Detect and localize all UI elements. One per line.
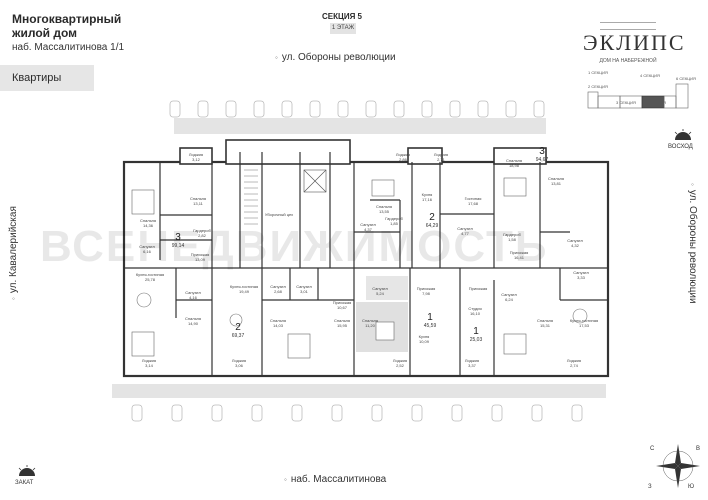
sunset-label: ЗАКАТ (15, 480, 34, 486)
project-address: наб. Массалитинова 1/1 (12, 42, 125, 53)
apartment-rooms: 3 (175, 232, 181, 243)
sunset-icon (18, 465, 36, 476)
apartment-rooms: 1 (427, 312, 433, 323)
apartment-badge-4[interactable]: 2 69,37 (228, 322, 248, 339)
parking-bottom (131, 404, 583, 422)
apartment-badge-2[interactable]: 2 64,29 (422, 212, 442, 229)
compass-e: В (696, 446, 701, 452)
apartment-rooms: 2 (429, 212, 435, 223)
apartment-badge-3[interactable]: 3 94,67 (532, 146, 552, 163)
apartment-area: 25,03 (469, 337, 483, 343)
keyplan-label-1: 1 СЕКЦИЯ (588, 70, 608, 75)
street-bottom: ◦наб. Массалитинова (284, 474, 386, 485)
section-title: СЕКЦИЯ 5 (321, 12, 362, 21)
key-plan[interactable]: 1 СЕКЦИЯ 2 СЕКЦИЯ 3 СЕКЦИЯ 4 СЕКЦИЯ 5 СЕ… (586, 68, 698, 116)
apartment-area: 99,14 (171, 243, 185, 249)
sunrise-label: ВОСХОД (668, 144, 693, 150)
apartment-badge-6[interactable]: 1 25,03 (466, 326, 486, 343)
keyplan-label-3: 3 СЕКЦИЯ (616, 100, 636, 105)
apartment-area: 64,29 (425, 223, 439, 229)
project-title-line1: Многоквартирный (12, 12, 122, 26)
sidewalk-bottom (112, 384, 606, 398)
compass-n: С (650, 446, 655, 452)
project-title-line2: жилой дом (12, 26, 78, 40)
compass-s: Ю (688, 484, 695, 490)
location-pin-icon: ◦ (284, 475, 287, 484)
apartment-area: 94,67 (535, 157, 549, 163)
room-label: Уборочный цех (264, 212, 294, 217)
compass-icon (656, 444, 700, 488)
brand-logo: ЭКЛИПС (583, 30, 686, 55)
apartment-area: 69,37 (231, 333, 245, 339)
watermark: ВСЕНЕДВИЖИМОСТЬ (40, 222, 549, 271)
apartment-badge-5[interactable]: 1 45,59 (420, 312, 440, 329)
apartment-area: 45,59 (423, 323, 437, 329)
room-label: Прихожая (468, 286, 488, 291)
apartment-rooms: 1 (473, 326, 479, 337)
keyplan-label-2: 2 СЕКЦИЯ (588, 84, 608, 89)
floor-badge[interactable]: 1 ЭТАЖ (330, 23, 356, 34)
street-top: ◦ул. Обороны революции (275, 52, 396, 63)
keyplan-label-6: 6 СЕКЦИЯ (676, 76, 696, 81)
tab-apartments[interactable]: Квартиры (0, 65, 94, 91)
street-top-label: ул. Обороны революции (281, 52, 396, 63)
brand-subtitle: ДОМ НА НАБЕРЕЖНОЙ (599, 58, 657, 64)
sunrise-icon (674, 129, 692, 140)
street-bottom-label: наб. Массалитинова (290, 474, 387, 485)
parking-top (169, 100, 545, 118)
compass-w: З (648, 484, 652, 490)
location-pin-icon: ◦ (275, 53, 278, 62)
sidewalk-top (174, 118, 546, 134)
keyplan-label-4: 4 СЕКЦИЯ (640, 73, 660, 78)
apartment-badge-1[interactable]: 3 99,14 (168, 232, 188, 249)
project-title: Многоквартирный жилой дом (12, 12, 172, 40)
apartment-rooms: 2 (235, 322, 241, 333)
apartment-rooms: 3 (539, 146, 545, 157)
brand-ornament (600, 22, 656, 30)
